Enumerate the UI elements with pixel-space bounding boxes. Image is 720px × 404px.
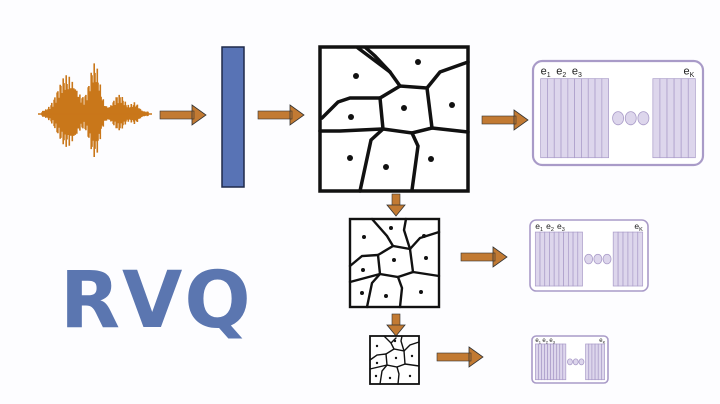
codebook-vector bbox=[622, 231, 629, 287]
voronoi-quantizer-icon bbox=[318, 45, 470, 193]
arrow-right-icon bbox=[481, 109, 529, 131]
codebook-label: e1 bbox=[535, 221, 543, 233]
codebook-vector bbox=[591, 343, 596, 381]
audio-waveform-icon bbox=[38, 63, 152, 157]
ellipsis-dot bbox=[578, 358, 585, 366]
codebook-1: e1 e2 e3 eK bbox=[531, 59, 705, 167]
codebook-vector bbox=[538, 343, 542, 381]
ellipsis-dot bbox=[637, 111, 650, 126]
codebook-vector bbox=[680, 78, 689, 159]
codebook-vector bbox=[553, 78, 562, 159]
codebook-vector bbox=[687, 78, 696, 159]
codebook-vector bbox=[550, 343, 555, 381]
codebook-vector bbox=[541, 343, 545, 381]
codebook-vector bbox=[539, 231, 546, 287]
codebook-last-label: eK bbox=[599, 338, 605, 344]
ellipsis-dot bbox=[593, 253, 603, 265]
arrow-right-icon bbox=[460, 246, 508, 268]
rvq-title: RVQ bbox=[60, 256, 253, 346]
arrow-right-icon bbox=[257, 104, 305, 126]
codebook-vector bbox=[627, 231, 634, 287]
codebook-last-label: eK bbox=[683, 66, 694, 79]
codebook-vector bbox=[558, 231, 564, 287]
ellipsis-dot bbox=[572, 358, 579, 366]
codebook-vector bbox=[544, 343, 548, 381]
codebook-vector bbox=[652, 78, 661, 159]
codebook-vector bbox=[577, 231, 583, 287]
codebook-vector bbox=[637, 231, 644, 287]
codebook-vector bbox=[612, 231, 619, 287]
ellipsis-dot bbox=[602, 253, 612, 265]
ellipsis-dot bbox=[584, 253, 594, 265]
codebook-vector bbox=[673, 78, 682, 159]
codebook-vector bbox=[535, 343, 539, 381]
codebook-vector bbox=[659, 78, 668, 159]
codebook-vector bbox=[585, 343, 590, 381]
codebook-vector bbox=[560, 78, 569, 159]
voronoi-quantizer-icon bbox=[348, 217, 441, 309]
codebook-vector bbox=[547, 78, 555, 159]
codebook-vector bbox=[594, 78, 603, 159]
codebook-vector bbox=[574, 78, 582, 159]
codebook-vector bbox=[601, 343, 605, 381]
codebook-vector bbox=[567, 78, 575, 159]
codebook-label: e2 bbox=[546, 221, 554, 233]
ellipsis-dot bbox=[567, 358, 573, 366]
codebook-vector bbox=[617, 231, 624, 287]
ellipsis-dot bbox=[624, 111, 637, 126]
codebook-label: e2 bbox=[542, 338, 548, 344]
codebook-vector bbox=[632, 231, 639, 287]
codebook-vector bbox=[556, 343, 561, 381]
codebook-vector bbox=[597, 343, 602, 381]
codebook-last-label: eK bbox=[634, 221, 643, 233]
codebook-vector bbox=[581, 78, 589, 159]
codebook-vector bbox=[601, 78, 609, 159]
codebook-vector bbox=[588, 343, 593, 381]
codebook-vector bbox=[553, 231, 560, 287]
voronoi-quantizer-icon bbox=[369, 335, 420, 385]
arrow-down-icon bbox=[386, 193, 406, 217]
codebook-vector bbox=[572, 231, 579, 287]
codebook-vector bbox=[553, 343, 558, 381]
codebook-label: e3 bbox=[572, 66, 582, 79]
codebook-label: e1 bbox=[541, 66, 551, 79]
ellipsis-dot bbox=[612, 111, 624, 126]
codebook-vector bbox=[587, 78, 596, 159]
arrow-right-icon bbox=[436, 346, 484, 368]
codebook-vector bbox=[547, 343, 551, 381]
codebook-vector bbox=[559, 343, 564, 381]
codebook-vector bbox=[562, 343, 567, 381]
codebook-vector bbox=[549, 231, 555, 287]
arrow-down-icon bbox=[386, 313, 406, 337]
codebook-vector bbox=[540, 78, 548, 159]
codebook-vector bbox=[594, 343, 599, 381]
codebook-label: e2 bbox=[556, 66, 566, 79]
codebook-vector bbox=[534, 231, 541, 287]
encoder-bar-icon bbox=[221, 46, 245, 188]
codebook-vector bbox=[544, 231, 550, 287]
codebook-vector bbox=[563, 231, 569, 287]
codebook-vector bbox=[666, 78, 675, 159]
codebook-label: e3 bbox=[549, 338, 555, 344]
codebook-vector bbox=[567, 231, 574, 287]
codebook-label: e1 bbox=[535, 338, 541, 344]
arrow-right-icon bbox=[159, 104, 207, 126]
codebook-label: e3 bbox=[557, 221, 565, 233]
